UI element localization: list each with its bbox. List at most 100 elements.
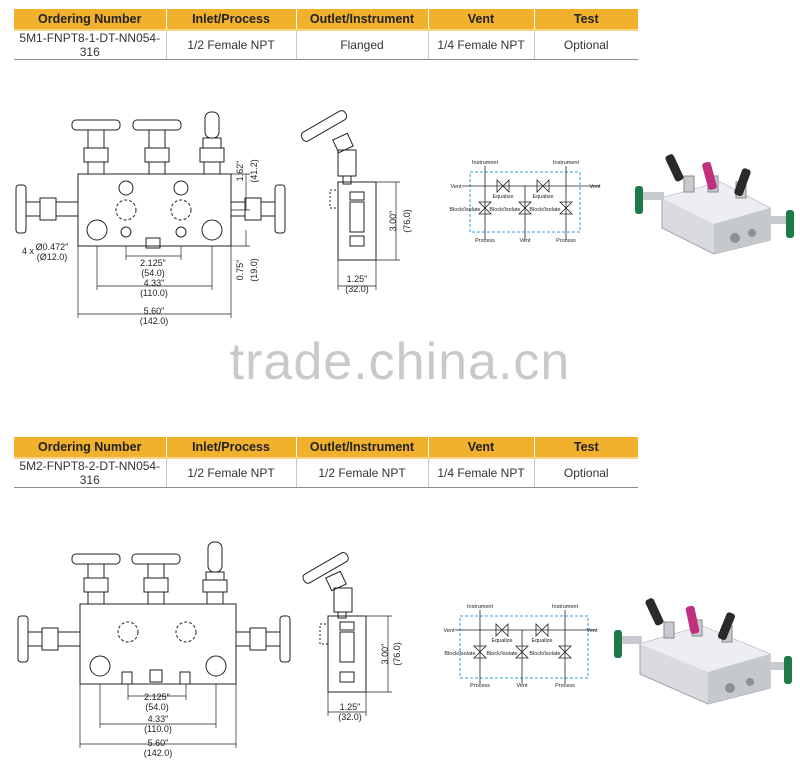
side-w-mm: (32.0) <box>338 712 362 722</box>
schem-equalize-left: Equalize <box>491 638 512 644</box>
side-body <box>327 615 367 693</box>
dim-a-in: 2.125" <box>144 692 170 702</box>
spec-table-2: Ordering Number Inlet/Process Outlet/Ins… <box>14 437 638 488</box>
schem-block-mid: Block/Isolate <box>489 207 520 213</box>
schem-vent-right: Vent <box>589 184 600 190</box>
schem-vent-left: Vent <box>443 628 454 634</box>
side-h-mm: (76.0) <box>392 642 402 666</box>
dim-v2-mm: (19.0) <box>249 258 259 282</box>
valve-middle <box>132 119 182 175</box>
front-view-labels: 2.125" (54.0) 4.33" (110.0) 5.60" (142.0… <box>144 692 173 758</box>
valve-right <box>202 541 228 605</box>
hole-dia-in: Ø0.472" <box>36 242 69 252</box>
side-h-in: 3.00" <box>380 644 390 665</box>
dim-v1-in: 1.62" <box>235 161 245 182</box>
dim-b-mm: (110.0) <box>140 288 168 298</box>
front-view <box>17 541 291 748</box>
cell-test: Optional <box>534 458 638 488</box>
front-view-labels: 4 x Ø0.472" (Ø12.0) 2.125" (54.0) 4.33" … <box>22 159 259 326</box>
schem-process-left: Process <box>475 238 495 244</box>
dim-a-in: 2.125" <box>140 258 166 268</box>
side-valve-left <box>15 184 79 234</box>
schem-block-right: Block/Isolate <box>529 651 560 657</box>
header-vent: Vent <box>428 437 535 459</box>
table-header-row: Ordering Number Inlet/Process Outlet/Ins… <box>14 437 638 459</box>
header-outlet: Outlet/Instrument <box>296 9 429 31</box>
dim-b-in: 4.33" <box>144 278 165 288</box>
cell-ordering-number: 5M1-FNPT8-1-DT-NN054-316 <box>14 30 167 60</box>
dim-b-mm: (110.0) <box>144 724 172 734</box>
header-ordering-number: Ordering Number <box>14 9 167 31</box>
schem-block-left: Block/Isolate <box>444 651 475 657</box>
header-inlet: Inlet/Process <box>166 9 297 31</box>
header-outlet: Outlet/Instrument <box>296 437 429 459</box>
manifold-body <box>79 603 237 685</box>
side-view <box>300 110 400 290</box>
front-view <box>15 111 286 318</box>
dim-v2-in: 0.75" <box>235 260 245 281</box>
valve-left <box>71 119 121 175</box>
side-w-mm: (32.0) <box>345 284 369 294</box>
side-view-labels: 3.00" (76.0) 1.25" (32.0) <box>338 642 402 722</box>
side-view <box>302 552 392 716</box>
drawing-row-2: 2.125" (54.0) 4.33" (110.0) 5.60" (142.0… <box>17 541 792 758</box>
schem-equalize-left: Equalize <box>492 194 513 200</box>
valve-schematic: Instrument Instrument Vent Vent Equalize… <box>443 604 597 689</box>
schem-vent-left: Vent <box>450 184 461 190</box>
schem-instrument-left: Instrument <box>472 160 498 166</box>
drawing-row-1: 4 x Ø0.472" (Ø12.0) 2.125" (54.0) 4.33" … <box>15 110 794 326</box>
product-photo <box>635 154 794 255</box>
header-ordering-number: Ordering Number <box>14 437 167 459</box>
spec-table-1: Ordering Number Inlet/Process Outlet/Ins… <box>14 9 638 60</box>
header-vent: Vent <box>428 9 535 31</box>
cell-inlet: 1/2 Female NPT <box>166 30 297 60</box>
valve-schematic: Instrument Instrument Vent Vent Equalize… <box>449 160 601 244</box>
schem-process-left: Process <box>470 683 490 689</box>
table-header-row: Ordering Number Inlet/Process Outlet/Ins… <box>14 9 638 31</box>
cell-vent: 1/4 Female NPT <box>428 458 535 488</box>
schem-equalize-right: Equalize <box>531 638 552 644</box>
dim-c-in: 5.60" <box>144 306 165 316</box>
schem-block-left: Block/Isolate <box>449 207 480 213</box>
schem-vent-bottom: Vent <box>519 238 530 244</box>
schem-process-right: Process <box>555 683 575 689</box>
dim-c-mm: (142.0) <box>144 748 173 758</box>
dim-v1-mm: (41.2) <box>249 159 259 183</box>
dim-c-mm: (142.0) <box>140 316 169 326</box>
dim-c-in: 5.60" <box>148 738 169 748</box>
hole-count-label: 4 x <box>22 246 35 256</box>
side-h-mm: (76.0) <box>402 209 412 233</box>
table-row: 5M1-FNPT8-1-DT-NN054-316 1/2 Female NPT … <box>14 30 638 60</box>
dim-a-mm: (54.0) <box>145 702 169 712</box>
side-valve-left <box>17 615 81 663</box>
cell-inlet: 1/2 Female NPT <box>166 458 297 488</box>
header-test: Test <box>534 9 638 31</box>
header-inlet: Inlet/Process <box>166 437 297 459</box>
table-row: 5M2-FNPT8-2-DT-NN054-316 1/2 Female NPT … <box>14 458 638 488</box>
hole-dia-mm: (Ø12.0) <box>37 252 68 262</box>
header-test: Test <box>534 437 638 459</box>
schem-block-mid: Block/Isolate <box>486 651 517 657</box>
cell-outlet: 1/2 Female NPT <box>296 458 429 488</box>
side-view-labels: 3.00" (76.0) 1.25" (32.0) <box>345 209 412 294</box>
product-photo <box>614 598 792 705</box>
watermark: trade.china.cn <box>229 333 571 391</box>
schem-block-right: Block/Isolate <box>529 207 560 213</box>
cell-vent: 1/4 Female NPT <box>428 30 535 60</box>
schem-instrument-right: Instrument <box>552 604 578 610</box>
side-body <box>337 181 377 261</box>
schem-instrument-right: Instrument <box>553 160 579 166</box>
valve-left <box>71 553 121 605</box>
schem-instrument-left: Instrument <box>467 604 493 610</box>
schem-process-right: Process <box>556 238 576 244</box>
side-h-in: 3.00" <box>388 211 398 232</box>
cell-outlet: Flanged <box>296 30 429 60</box>
cell-test: Optional <box>534 30 638 60</box>
valve-right <box>199 111 225 175</box>
side-w-in: 1.25" <box>347 274 368 284</box>
side-w-in: 1.25" <box>340 702 361 712</box>
manifold-body <box>77 173 232 247</box>
side-valve-right <box>230 184 286 234</box>
side-valve-right <box>235 615 291 663</box>
schem-vent-bottom: Vent <box>516 683 527 689</box>
